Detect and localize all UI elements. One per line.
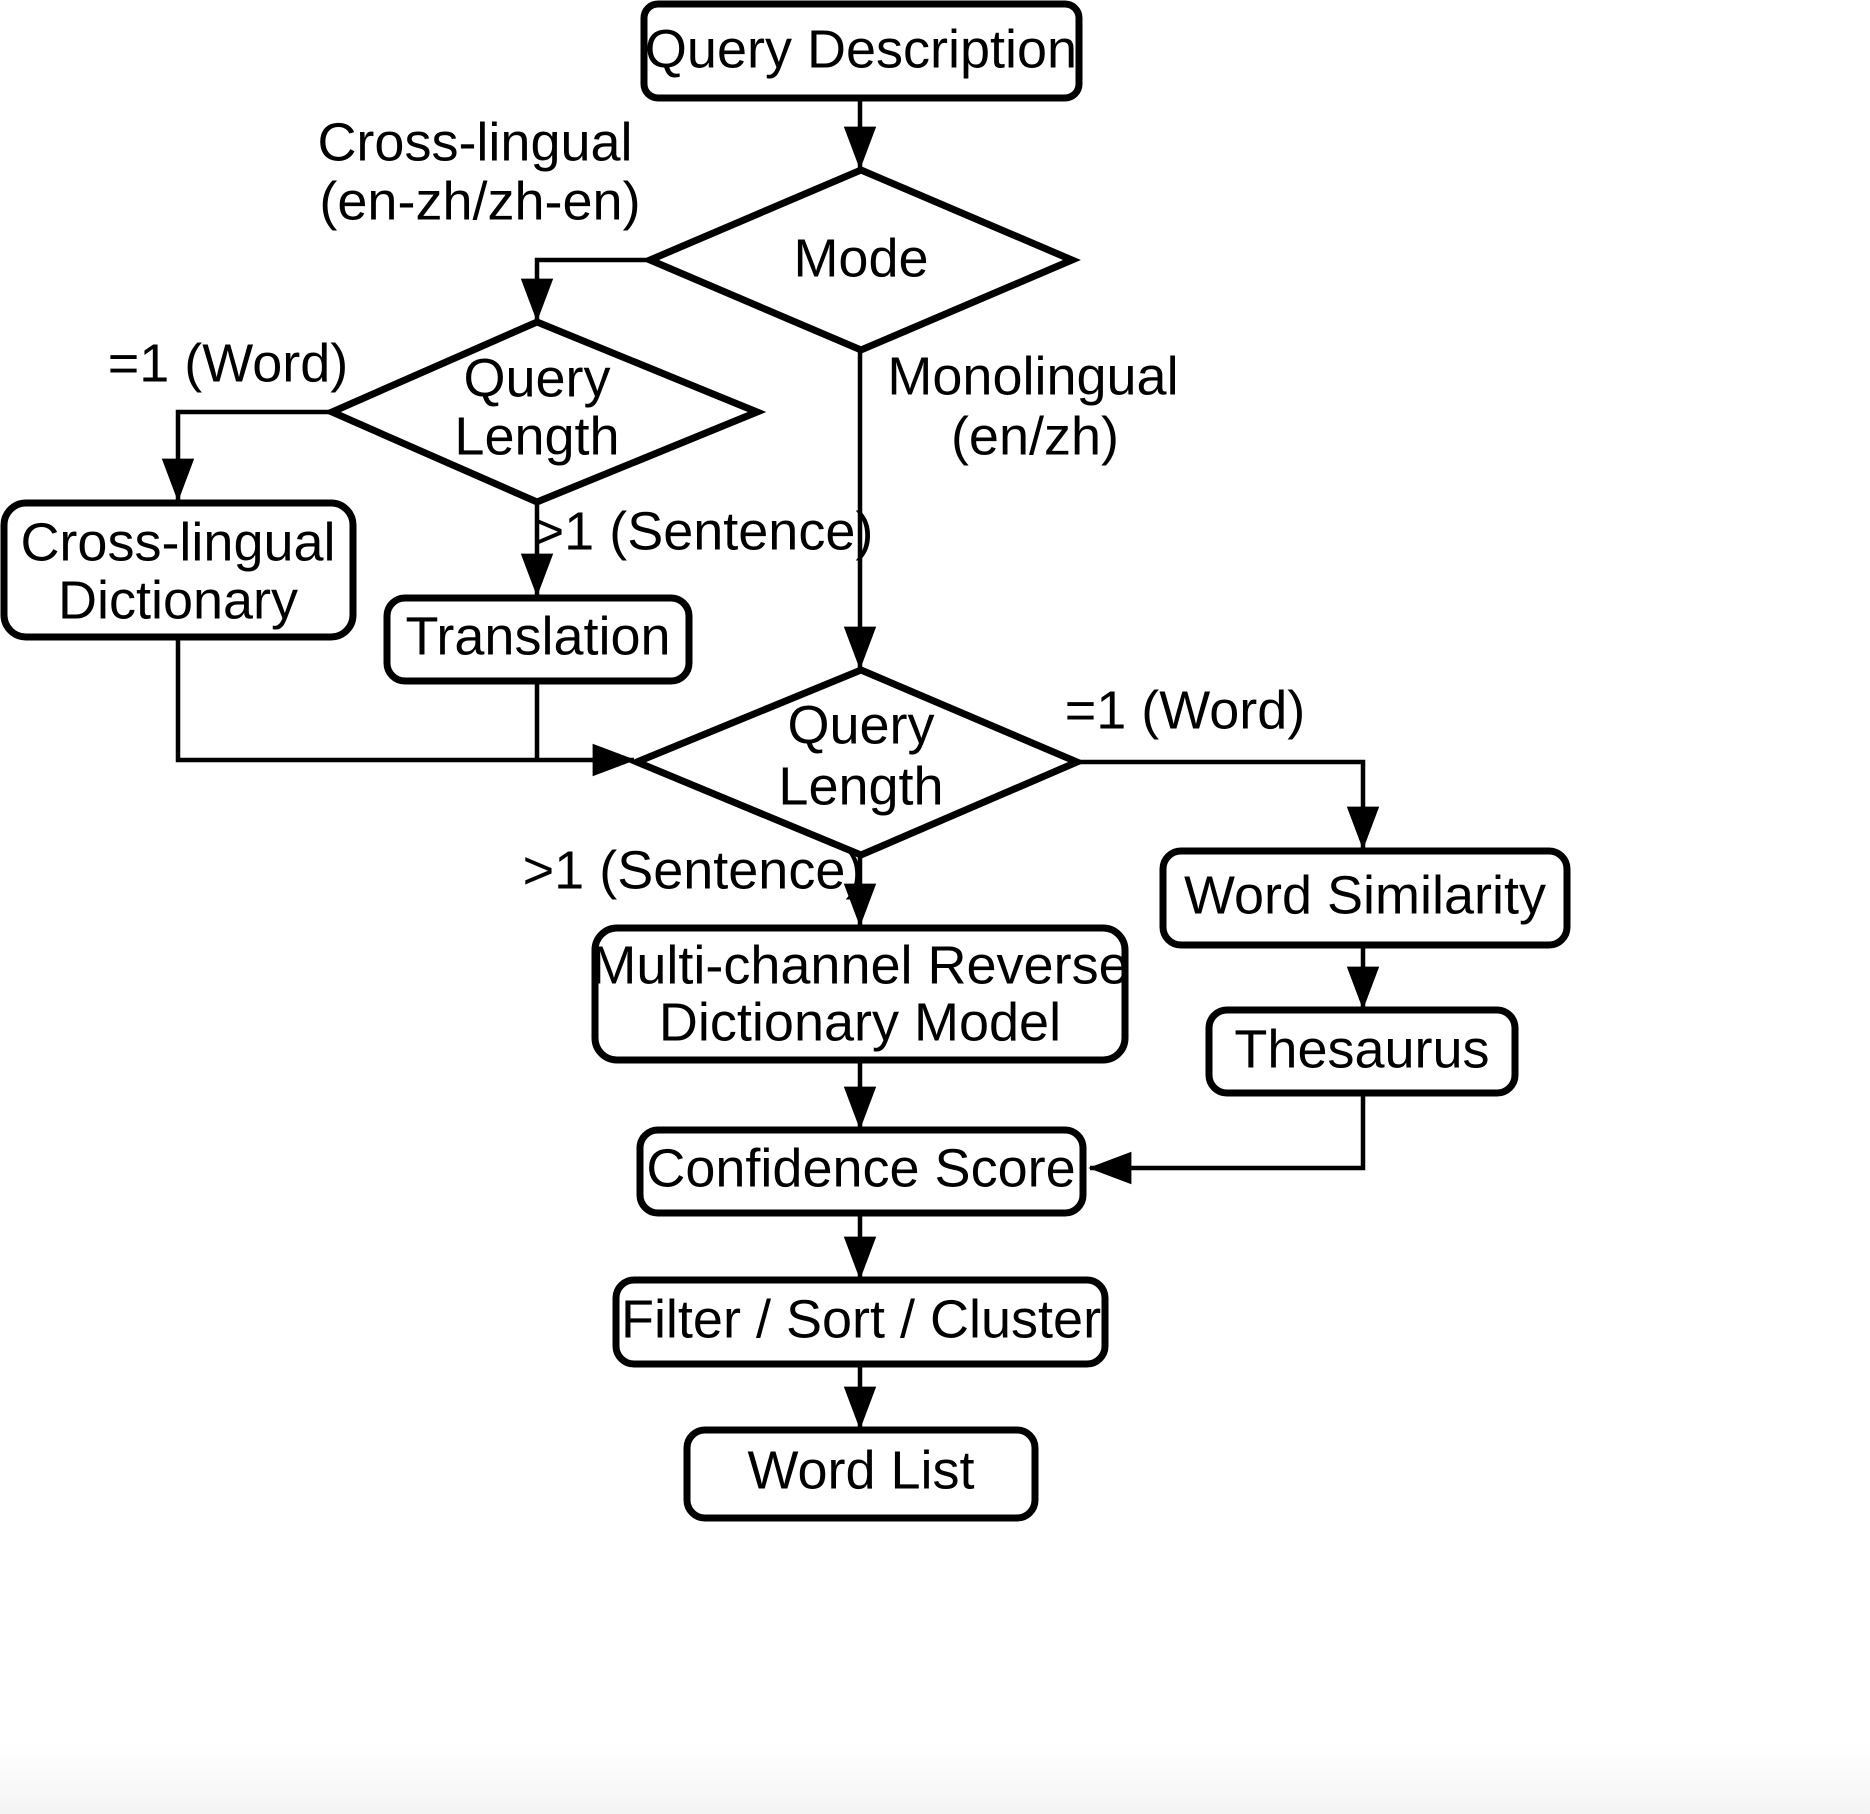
query-length-2-label-line1: Query: [787, 695, 934, 755]
edge-query-length-1-to-cross-lingual-dictionary: [161, 409, 332, 502]
multi-channel-model-shape: [591, 924, 1129, 1064]
query-length-2-shape: [627, 666, 1086, 859]
edge-label-cross-lingual-line2: (en-zh/zh-en): [319, 171, 640, 231]
filter-sort-cluster-shape: [612, 1276, 1109, 1368]
node-query-length-1[interactable]: Query Length: [323, 318, 767, 506]
node-cross-lingual-dictionary[interactable]: Cross-lingual Dictionary: [0, 499, 357, 641]
node-multi-channel-model[interactable]: Multi-channel Reverse Dictionary Model: [591, 924, 1129, 1064]
node-translation[interactable]: Translation: [383, 594, 693, 685]
confidence-score-shape: [636, 1126, 1087, 1217]
query-description-label: Query Description: [645, 19, 1077, 79]
node-word-similarity[interactable]: Word Similarity: [1159, 847, 1571, 949]
translation-label: Translation: [405, 606, 670, 666]
node-mode[interactable]: Mode: [641, 166, 1081, 354]
edge-mode-to-query-length-1: [520, 257, 650, 322]
edge-label-monolingual: Monolingual (en/zh): [887, 346, 1178, 466]
mode-shape: [641, 166, 1081, 354]
word-similarity-label: Word Similarity: [1184, 865, 1546, 925]
edge-cross-lingual-dictionary-to-query-length-2: [175, 637, 636, 777]
multi-channel-model-label-line2: Dictionary Model: [659, 992, 1061, 1052]
node-filter-sort-cluster[interactable]: Filter / Sort / Cluster: [612, 1276, 1109, 1368]
cross-lingual-dictionary-label-line1: Cross-lingual: [20, 512, 335, 572]
cross-lingual-dictionary-shape: [0, 499, 357, 641]
edge-label-cross-lingual: Cross-lingual (en-zh/zh-en): [317, 112, 640, 231]
query-length-2-label-line2: Length: [778, 756, 943, 816]
word-list-shape: [683, 1426, 1039, 1522]
thesaurus-shape: [1205, 1006, 1519, 1097]
node-word-list[interactable]: Word List: [683, 1426, 1039, 1522]
node-thesaurus[interactable]: Thesaurus: [1205, 1006, 1519, 1097]
query-length-1-label-line2: Length: [454, 406, 619, 466]
confidence-score-label: Confidence Score: [646, 1138, 1075, 1198]
node-confidence-score[interactable]: Confidence Score: [636, 1126, 1087, 1217]
edge-label-word-left: =1 (Word): [108, 333, 349, 393]
edge-label-monolingual-line1: Monolingual: [887, 346, 1178, 406]
edge-label-sentence-bottom: >1 (Sentence): [523, 840, 864, 900]
edge-label-monolingual-line2: (en/zh): [951, 406, 1119, 466]
edge-label-cross-lingual-line1: Cross-lingual: [317, 112, 632, 172]
multi-channel-model-label-line1: Multi-channel Reverse: [591, 935, 1128, 995]
filter-sort-cluster-label: Filter / Sort / Cluster: [621, 1289, 1101, 1349]
thesaurus-label: Thesaurus: [1234, 1019, 1489, 1079]
query-description-shape: [640, 0, 1083, 102]
node-query-description[interactable]: Query Description: [640, 0, 1083, 102]
edge-query-length-2-to-word-similarity: [1075, 759, 1380, 850]
edge-label-sentence-left: >1 (Sentence): [533, 501, 874, 561]
mode-label: Mode: [793, 228, 928, 288]
query-length-1-shape: [323, 318, 767, 506]
node-query-length-2[interactable]: Query Length: [627, 666, 1086, 859]
edge-thesaurus-to-confidence-score: [1088, 1093, 1366, 1185]
word-similarity-shape: [1159, 847, 1571, 949]
word-list-label: Word List: [747, 1440, 974, 1500]
edge-label-word-right: =1 (Word): [1065, 680, 1306, 740]
translation-shape: [383, 594, 693, 685]
query-length-1-label-line1: Query: [463, 348, 610, 408]
cross-lingual-dictionary-label-line2: Dictionary: [58, 570, 298, 630]
